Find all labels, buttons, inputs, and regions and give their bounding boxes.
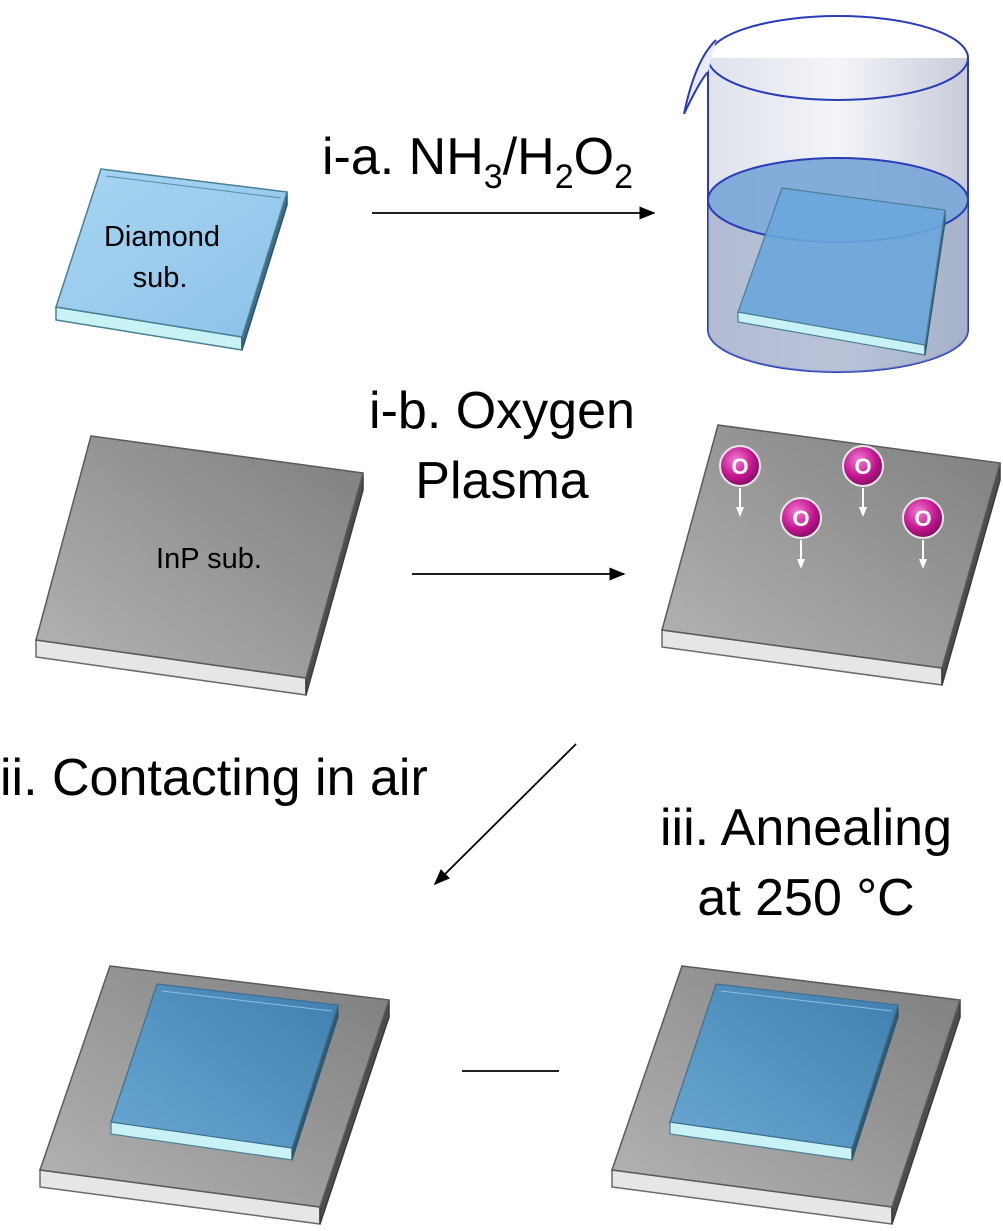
svg-text:O: O	[792, 506, 809, 531]
svg-text:O: O	[854, 454, 871, 479]
diamond-substrate-label-line2: sub.	[133, 262, 188, 294]
diamond-substrate: Diamond sub.	[55, 168, 288, 351]
beaker-spout	[683, 39, 717, 115]
oxygen-atom: O	[902, 497, 944, 569]
beaker	[683, 15, 970, 373]
step-ia-label: i-a. NH3/H2O2	[322, 128, 633, 196]
oxygen-atom: O	[719, 445, 761, 517]
beaker-rim	[706, 15, 970, 101]
svg-text:O: O	[731, 454, 748, 479]
step-iii-label-line1: iii. Annealing	[660, 799, 952, 857]
bonded-stack-annealed	[610, 965, 961, 1225]
step-ib-label-line2: Plasma	[415, 452, 588, 510]
annealed-diamond-top-face	[669, 983, 899, 1149]
diamond-substrate-label-line1: Diamond	[104, 221, 220, 253]
inp-top-face	[35, 435, 364, 679]
bonded-diamond-top-face	[110, 983, 339, 1149]
bonded-stack-contacted	[38, 965, 391, 1225]
inp-substrate: InP sub.	[35, 435, 364, 696]
plasma-inp-top-face	[661, 424, 1001, 669]
oxygen-atom: O	[780, 497, 822, 569]
step-iii-label-line2: at 250 °C	[697, 869, 914, 927]
step-ii-arrow	[433, 743, 577, 886]
step-ib-label-line1: i-b. Oxygen	[369, 382, 635, 440]
svg-text:O: O	[914, 506, 931, 531]
oxygen-atom: O	[842, 445, 884, 517]
plasma-treated-inp: O O O O	[661, 424, 1001, 686]
inp-substrate-label: InP sub.	[156, 543, 262, 575]
step-ii-label: ii. Contacting in air	[0, 749, 428, 807]
diamond-top-face	[55, 168, 288, 338]
submerged-diamond	[737, 187, 946, 346]
